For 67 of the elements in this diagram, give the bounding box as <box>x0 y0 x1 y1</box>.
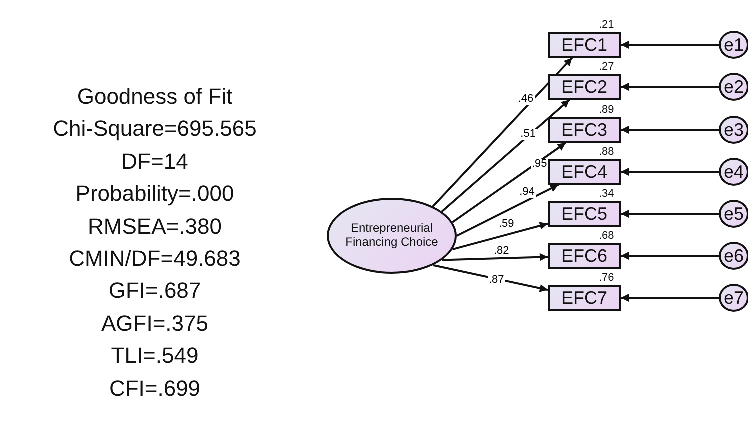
error-term-circle <box>719 31 748 59</box>
observed-variable-box <box>548 32 621 58</box>
node-label: e3 <box>724 120 744 140</box>
node-label: e1 <box>724 34 744 56</box>
arrow <box>621 126 719 134</box>
path-coefficient-label: .94 <box>518 186 536 198</box>
arrow <box>456 184 560 237</box>
squared-correlation-label: .21 <box>599 20 614 31</box>
observed-variable-box <box>548 243 621 269</box>
error-term-circle <box>719 158 748 186</box>
path-coefficient-label: .59 <box>498 218 516 230</box>
fit-statistic: CMIN/DF=49.683 <box>68 248 242 270</box>
node-label: Entrepreneurial Financing Choice <box>344 222 440 250</box>
fit-statistic: RMSEA=.380 <box>87 216 223 238</box>
arrow <box>432 57 574 208</box>
observed-variable-box <box>548 159 621 185</box>
node-label: EFC3 <box>561 120 608 140</box>
path-coefficient-label: .82 <box>493 246 510 258</box>
observed-variable-box <box>548 117 621 143</box>
node-label: EFC1 <box>561 34 608 56</box>
node-label: EFC5 <box>561 204 608 224</box>
squared-correlation-label: .89 <box>599 105 614 116</box>
arrow <box>442 253 548 262</box>
error-term-circle <box>719 73 748 101</box>
arrow <box>452 222 548 251</box>
squared-correlation-label: .76 <box>599 273 614 284</box>
arrow <box>621 252 719 260</box>
error-term-circle <box>719 242 748 270</box>
fit-statistic: DF=14 <box>120 150 190 173</box>
path-coefficient-label: .46 <box>517 94 535 105</box>
fit-statistic: CFI=.699 <box>108 378 202 400</box>
fit-statistic: AGFI=.375 <box>100 312 210 335</box>
arrow <box>452 142 567 224</box>
squared-correlation-label: .68 <box>599 231 614 242</box>
arrow <box>621 294 719 302</box>
fit-heading: Goodness of Fit <box>76 86 234 108</box>
node-label: EFC7 <box>561 288 608 308</box>
observed-variable-box <box>548 74 621 100</box>
fit-statistic: Probability=.000 <box>74 183 236 206</box>
node-label: e2 <box>724 76 744 98</box>
node-label: EFC6 <box>561 246 608 266</box>
arrow <box>621 210 719 218</box>
fit-statistic: Chi-Square=695.565 <box>52 118 258 140</box>
node-label: e6 <box>724 246 744 266</box>
arrow <box>621 41 719 49</box>
arrow <box>621 83 719 91</box>
arrow <box>432 264 548 292</box>
fit-statistic: GFI=.687 <box>108 280 202 302</box>
squared-correlation-label: .88 <box>599 147 614 158</box>
squared-correlation-label: .34 <box>599 189 614 200</box>
node-label: e4 <box>724 162 744 182</box>
observed-variable-box <box>548 285 621 311</box>
error-term-circle <box>719 116 748 144</box>
fit-statistic: TLI=.549 <box>110 345 200 368</box>
node-label: e5 <box>724 204 744 224</box>
node-label: EFC4 <box>561 162 608 182</box>
error-term-circle <box>719 200 748 228</box>
node-label: e7 <box>724 288 744 308</box>
arrow <box>621 168 719 176</box>
error-term-circle <box>719 284 748 312</box>
squared-correlation-label: .27 <box>599 62 614 73</box>
path-coefficient-label: .87 <box>488 275 506 286</box>
node-label: EFC2 <box>561 76 608 98</box>
path-coefficient-label: .95 <box>530 158 548 170</box>
path-coefficient-label: .51 <box>520 129 537 140</box>
arrow <box>441 99 570 213</box>
observed-variable-box <box>548 201 621 227</box>
